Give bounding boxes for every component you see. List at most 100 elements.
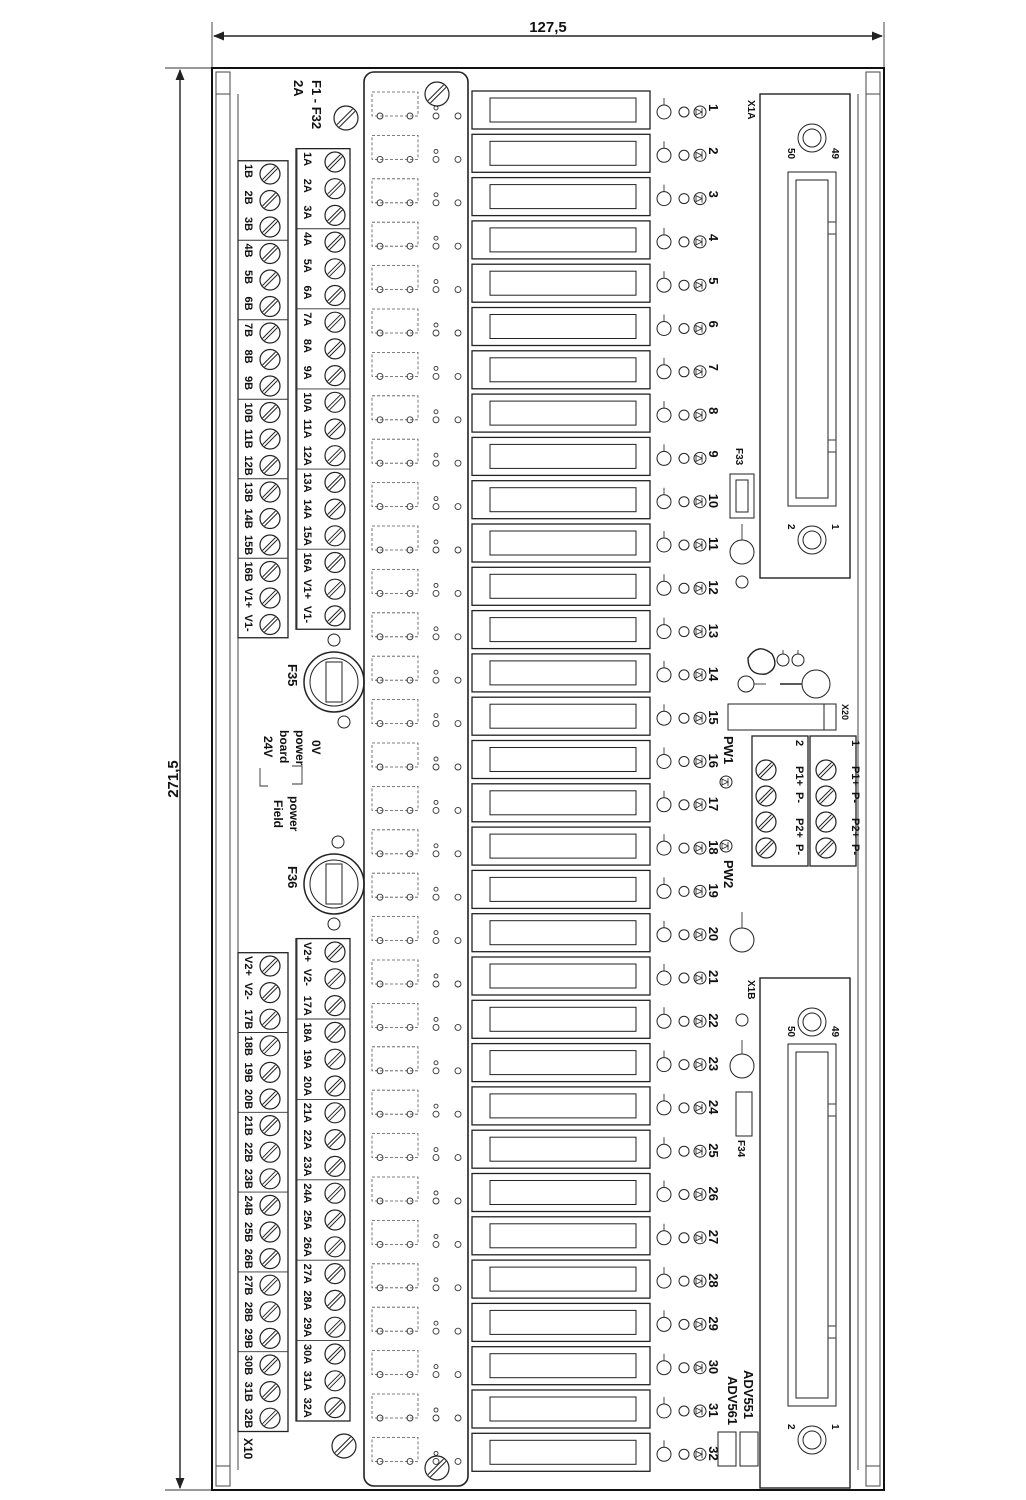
channel-number: 6 [706,321,721,328]
relay-channel: 28 [471,1259,721,1299]
fuse-cell [371,351,462,380]
terminal-screw-icon [324,1075,346,1097]
channel-number: 11 [706,537,721,551]
x1b-pin-1: 1 [829,1424,840,1430]
terminal-label: V2- [301,969,313,986]
terminal-label: V2- [242,983,254,1000]
model-adv551: ADV551 [741,1370,756,1419]
terminal-label: 28A [301,1290,313,1310]
terminal-label: 5A [301,259,313,273]
terminal-screw-icon [324,1209,346,1231]
relay-channel: 8 [471,393,721,433]
terminal-screw-icon [324,1102,346,1124]
x20-terminal-label: 2 [793,740,805,746]
legend-field: Field [271,800,285,828]
relay-channel: 14 [471,653,721,693]
terminal-screw-icon [259,1141,281,1163]
channel-number: 30 [706,1360,721,1374]
led-icon [693,1144,707,1158]
led-icon [693,1188,707,1201]
led-icon [693,365,707,379]
terminal-label: V1+ [242,588,254,608]
relay-channel: 15 [471,696,721,736]
f36-label: F36 [285,866,300,888]
led-icon [693,322,707,335]
terminal-label: 19A [301,1049,313,1069]
terminal-label: 12A [301,446,313,466]
terminal-screw-icon [259,955,281,977]
x20-power-terminals: 1P1+P-P2+P-2P1+P-P2+P- [751,735,861,867]
terminal-screw-icon [259,242,281,265]
relay-channel: 2 [471,133,721,173]
channel-number: 10 [706,494,721,508]
terminal-label: 15B [242,535,254,555]
channel-number: 16 [706,754,721,768]
terminal-screw-icon [259,454,281,477]
channel-number: 9 [706,450,721,457]
terminal-label: 32A [301,1398,313,1418]
led-icon [693,798,707,812]
terminal-screw-icon [324,418,346,440]
screw-icon [424,1455,450,1481]
terminal-screw-icon [259,1354,281,1376]
terminal-label: 8A [301,339,313,353]
channel-number: 15 [706,710,721,724]
terminal-screw-icon [324,525,346,547]
power-legend: 0V power board 24V power Field [259,730,323,832]
channel-number: 22 [706,1013,721,1027]
screw-icons [331,81,450,1481]
terminal-label: 23B [242,1169,254,1189]
terminal-label: 8B [242,350,254,364]
terminal-screw-icon [755,837,777,859]
fuse-cell [371,525,462,554]
terminal-label: 32B [242,1408,254,1428]
connector-x1a: X1A 50 49 1 2 [745,93,851,579]
terminal-screw-icon [324,578,346,600]
fuse-cell [371,134,462,163]
terminal-label: 27B [242,1275,254,1295]
channel-number: 28 [706,1273,721,1287]
relay-channel: 11 [471,523,721,563]
channel-number: 24 [706,1100,721,1115]
x20-block-1: 1P1+P-P2+P- [809,735,861,867]
f34-label: F34 [735,1140,746,1158]
terminal-label: 5B [242,270,254,284]
terminal-screw-icon [259,295,281,318]
fuse-cell [371,1089,462,1118]
relay-channel: 29 [471,1302,721,1343]
terminal-label: 6B [242,297,254,311]
terminal-screw-icon [815,811,837,833]
led-icon [693,451,707,465]
fuse-cell [371,916,462,945]
led-icon [693,1317,707,1331]
x20-terminal-label: P2+ [849,818,861,838]
terminal-label: 22A [301,1130,313,1150]
terminal-screw-icon [259,1221,281,1243]
terminal-label: 30B [242,1355,254,1375]
terminal-label: V1+ [301,579,313,599]
terminal-screw-icon [259,1407,281,1429]
fuse-cell [371,1437,462,1465]
fuse-cell [371,265,462,294]
terminal-screw-icon [324,178,346,200]
terminal-screw-icon [324,551,346,574]
terminal-label: 10A [301,392,313,412]
led-icon [693,884,707,898]
terminal-screw-icon [259,322,281,344]
x20-terminal-label: P- [849,792,861,803]
channel-number: 17 [706,797,721,811]
channel-number: 26 [706,1187,721,1201]
led-icon [693,1231,707,1245]
fuse-f35: F35 [285,633,365,729]
fuse-cell [371,1306,462,1335]
led-icon [693,495,707,509]
terminal-label: 10B [242,403,254,423]
relay-channel: 4 [471,220,721,260]
terminal-screw-icon [259,587,281,609]
terminal-screw-icon [324,1155,346,1178]
terminal-screw-icon [324,1236,346,1258]
relay-channel: 7 [471,350,721,390]
terminal-label: 1B [242,164,254,178]
fuse-cell [371,1220,462,1248]
terminal-screw-icon [755,785,777,807]
